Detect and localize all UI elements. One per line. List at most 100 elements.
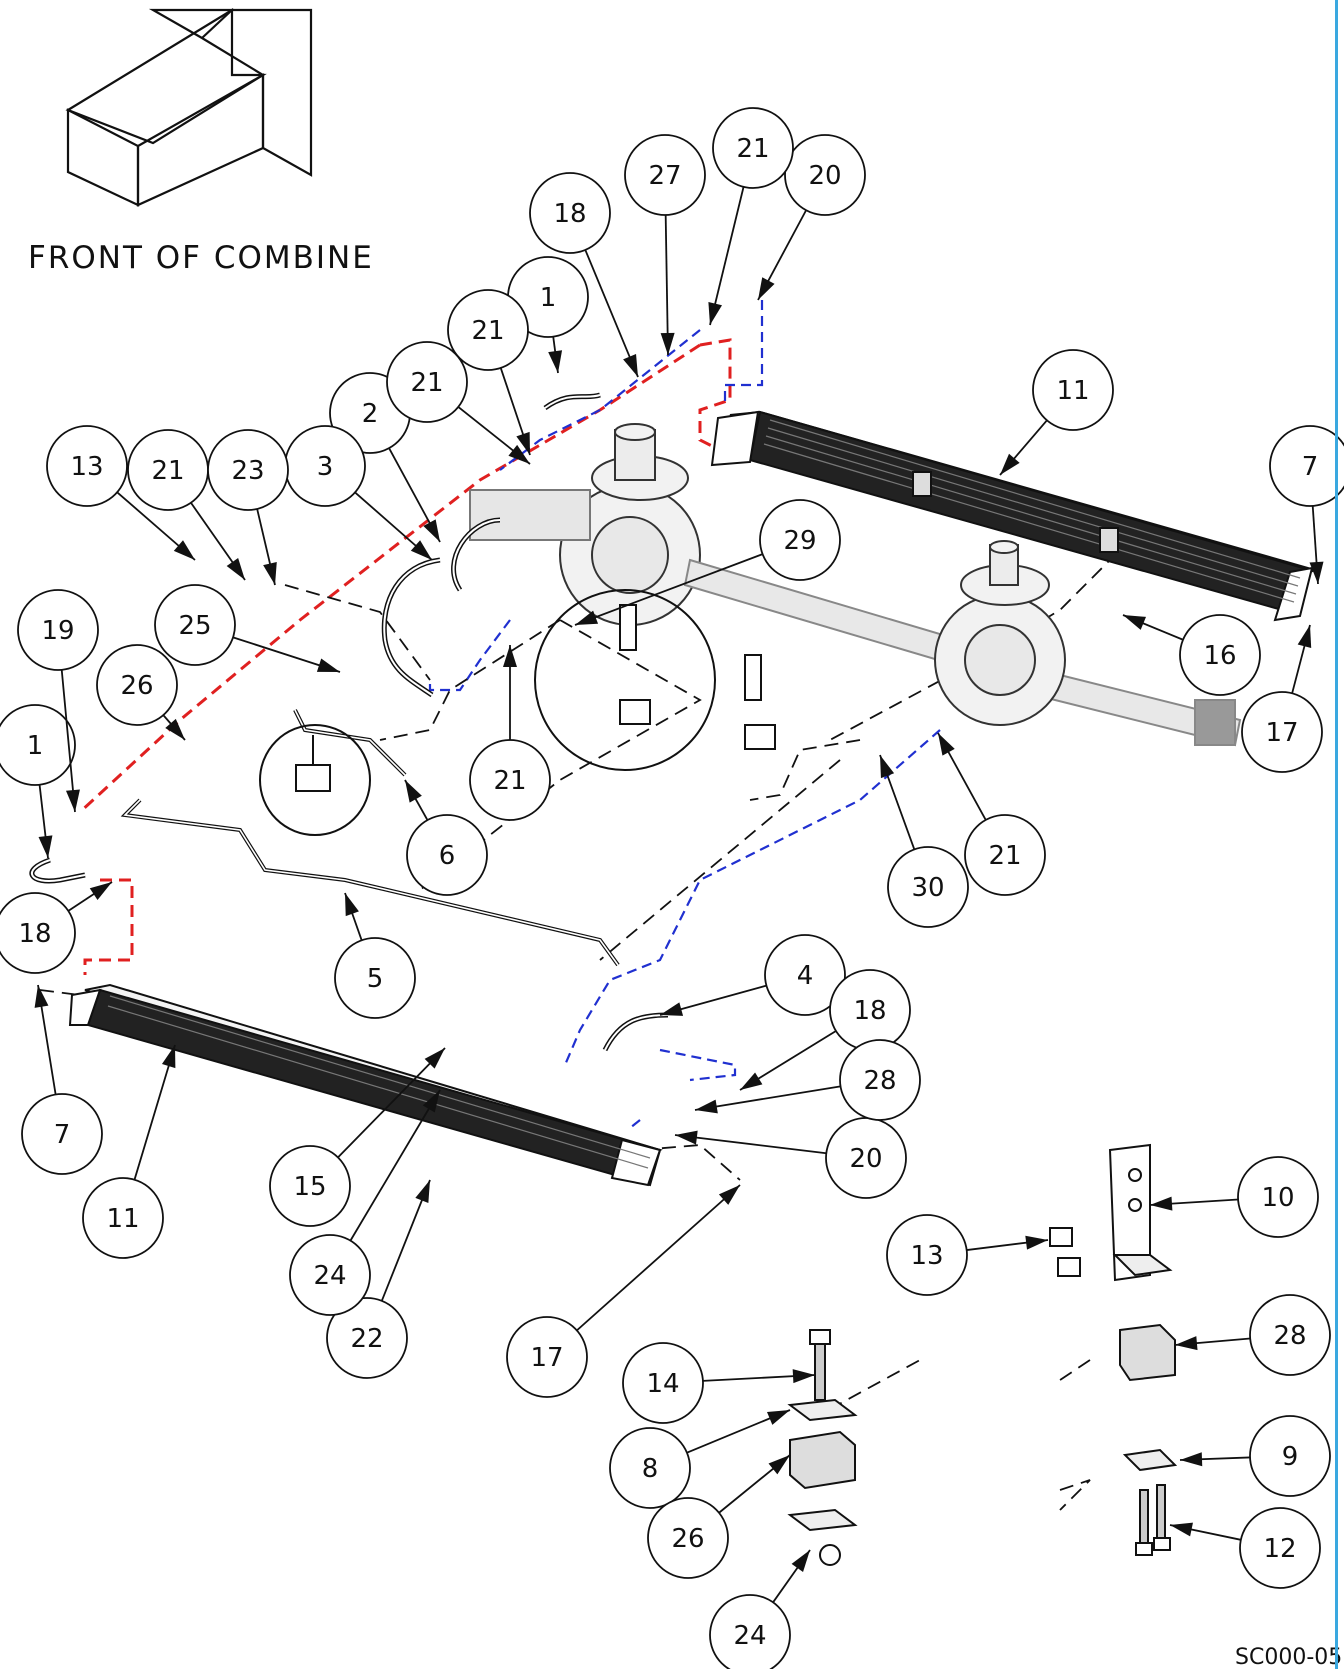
callout-circle: [96, 644, 178, 726]
callout-9: 9: [1179, 1415, 1331, 1497]
callout-leader-line: [349, 1089, 441, 1242]
callout-13: 13: [46, 425, 196, 561]
callout-21: 21: [469, 645, 551, 821]
callout-circle: [269, 1145, 351, 1227]
bracket-assembly-detail: [1049, 1143, 1178, 1556]
callout-circle: [82, 1177, 164, 1259]
callout-15: 15: [269, 1047, 446, 1227]
callout-arrowhead: [660, 332, 675, 355]
callout-arrowhead: [165, 718, 185, 740]
callout-24: 24: [289, 1089, 441, 1316]
callout-number: 24: [313, 1261, 346, 1291]
callout-number: 18: [853, 996, 886, 1026]
callout-number: 18: [553, 199, 586, 229]
callout-arrowhead: [173, 540, 195, 560]
callout-circle: [469, 739, 551, 821]
hose-assemblies: [29, 392, 669, 1052]
callout-arrowhead: [766, 1410, 790, 1425]
callout-17: 17: [1241, 624, 1323, 773]
callout-26: 26: [647, 1454, 791, 1579]
callout-circle: [709, 1594, 791, 1673]
callout-arrowhead: [1175, 1336, 1198, 1351]
callout-circle: [647, 1497, 729, 1579]
callout-arrowhead: [660, 1002, 684, 1016]
callout-number: 15: [293, 1172, 326, 1202]
callout-21: 21: [447, 289, 531, 456]
callout-arrowhead: [740, 1072, 763, 1090]
callout-leader-line: [337, 1047, 446, 1159]
callout-13: 13: [886, 1214, 1049, 1296]
callout-circle: [759, 499, 841, 581]
callout-leader-line: [133, 1044, 176, 1180]
callout-arrowhead: [316, 658, 340, 672]
callout-arrowhead: [38, 835, 53, 858]
callout-arrowhead: [1025, 1235, 1048, 1250]
callout-arrowhead: [410, 540, 432, 560]
clamp-assembly-detail: [787, 1329, 858, 1566]
callout-circle: [1249, 1294, 1331, 1376]
blue-hydraulic-line: [428, 300, 941, 1129]
callout-leader-line: [576, 1184, 741, 1332]
callout-circle: [887, 846, 969, 928]
callout-arrowhead: [718, 1185, 740, 1205]
callout-circle: [447, 289, 529, 371]
callout-number: 3: [317, 452, 334, 482]
callout-leader-line: [584, 249, 639, 378]
callout-arrowhead: [880, 755, 895, 779]
callout-arrowhead: [161, 1045, 176, 1069]
callout-21: 21: [708, 107, 794, 326]
callout-number: 2: [362, 399, 379, 429]
callout-28: 28: [694, 1039, 921, 1121]
callout-arrowhead: [424, 1048, 445, 1069]
callout-8: 8: [609, 1409, 791, 1509]
callout-7: 7: [1269, 425, 1344, 585]
callout-number: 26: [671, 1524, 704, 1554]
callout-arrowhead: [345, 893, 359, 917]
drawing-code: SC000-05: [1235, 1645, 1342, 1669]
callout-number: 21: [410, 368, 443, 398]
callout-arrowhead: [758, 277, 775, 300]
callout-17: 17: [506, 1184, 741, 1398]
callout-10: 10: [1149, 1156, 1319, 1238]
callout-number: 20: [808, 161, 841, 191]
callout-arrowhead: [1309, 561, 1324, 584]
callout-number: 16: [1203, 641, 1236, 671]
callout-number: 28: [1273, 1321, 1306, 1351]
clamp-detail-circle-left: [259, 724, 371, 836]
callout-leader-line: [60, 669, 76, 813]
callout-number: 8: [642, 1454, 659, 1484]
callout-arrowhead: [1000, 453, 1020, 475]
callout-16: 16: [1122, 614, 1261, 696]
callout-number: 12: [1263, 1534, 1296, 1564]
callout-12: 12: [1169, 1507, 1321, 1589]
callout-circle: [784, 134, 866, 216]
callout-number: 26: [120, 671, 153, 701]
callout-circle: [0, 892, 76, 974]
callout-3: 3: [284, 425, 433, 561]
callout-circle: [712, 107, 794, 189]
callout-number: 9: [1282, 1442, 1299, 1472]
callout-arrowhead: [1170, 1522, 1193, 1537]
callout-arrowhead: [695, 1099, 718, 1114]
callout-arrowhead: [1123, 615, 1147, 630]
callout-number: 1: [540, 283, 557, 313]
callout-18: 18: [529, 172, 639, 378]
callout-number: 18: [18, 919, 51, 949]
callout-circle: [17, 589, 99, 671]
callout-number: 1: [27, 731, 44, 761]
callout-arrowhead: [792, 1369, 815, 1384]
callout-circle: [1032, 349, 1114, 431]
callout-circle: [1249, 1415, 1331, 1497]
callout-23: 23: [207, 429, 289, 586]
callout-circle: [1269, 425, 1344, 507]
callout-circle: [207, 429, 289, 511]
callout-number: 6: [439, 841, 456, 871]
callout-25: 25: [154, 584, 341, 673]
callout-arrowhead: [422, 1090, 440, 1113]
callout-arrowhead: [263, 561, 277, 585]
callout-circle: [1241, 691, 1323, 773]
callout-circle: [21, 1093, 103, 1175]
callout-number: 29: [783, 526, 816, 556]
